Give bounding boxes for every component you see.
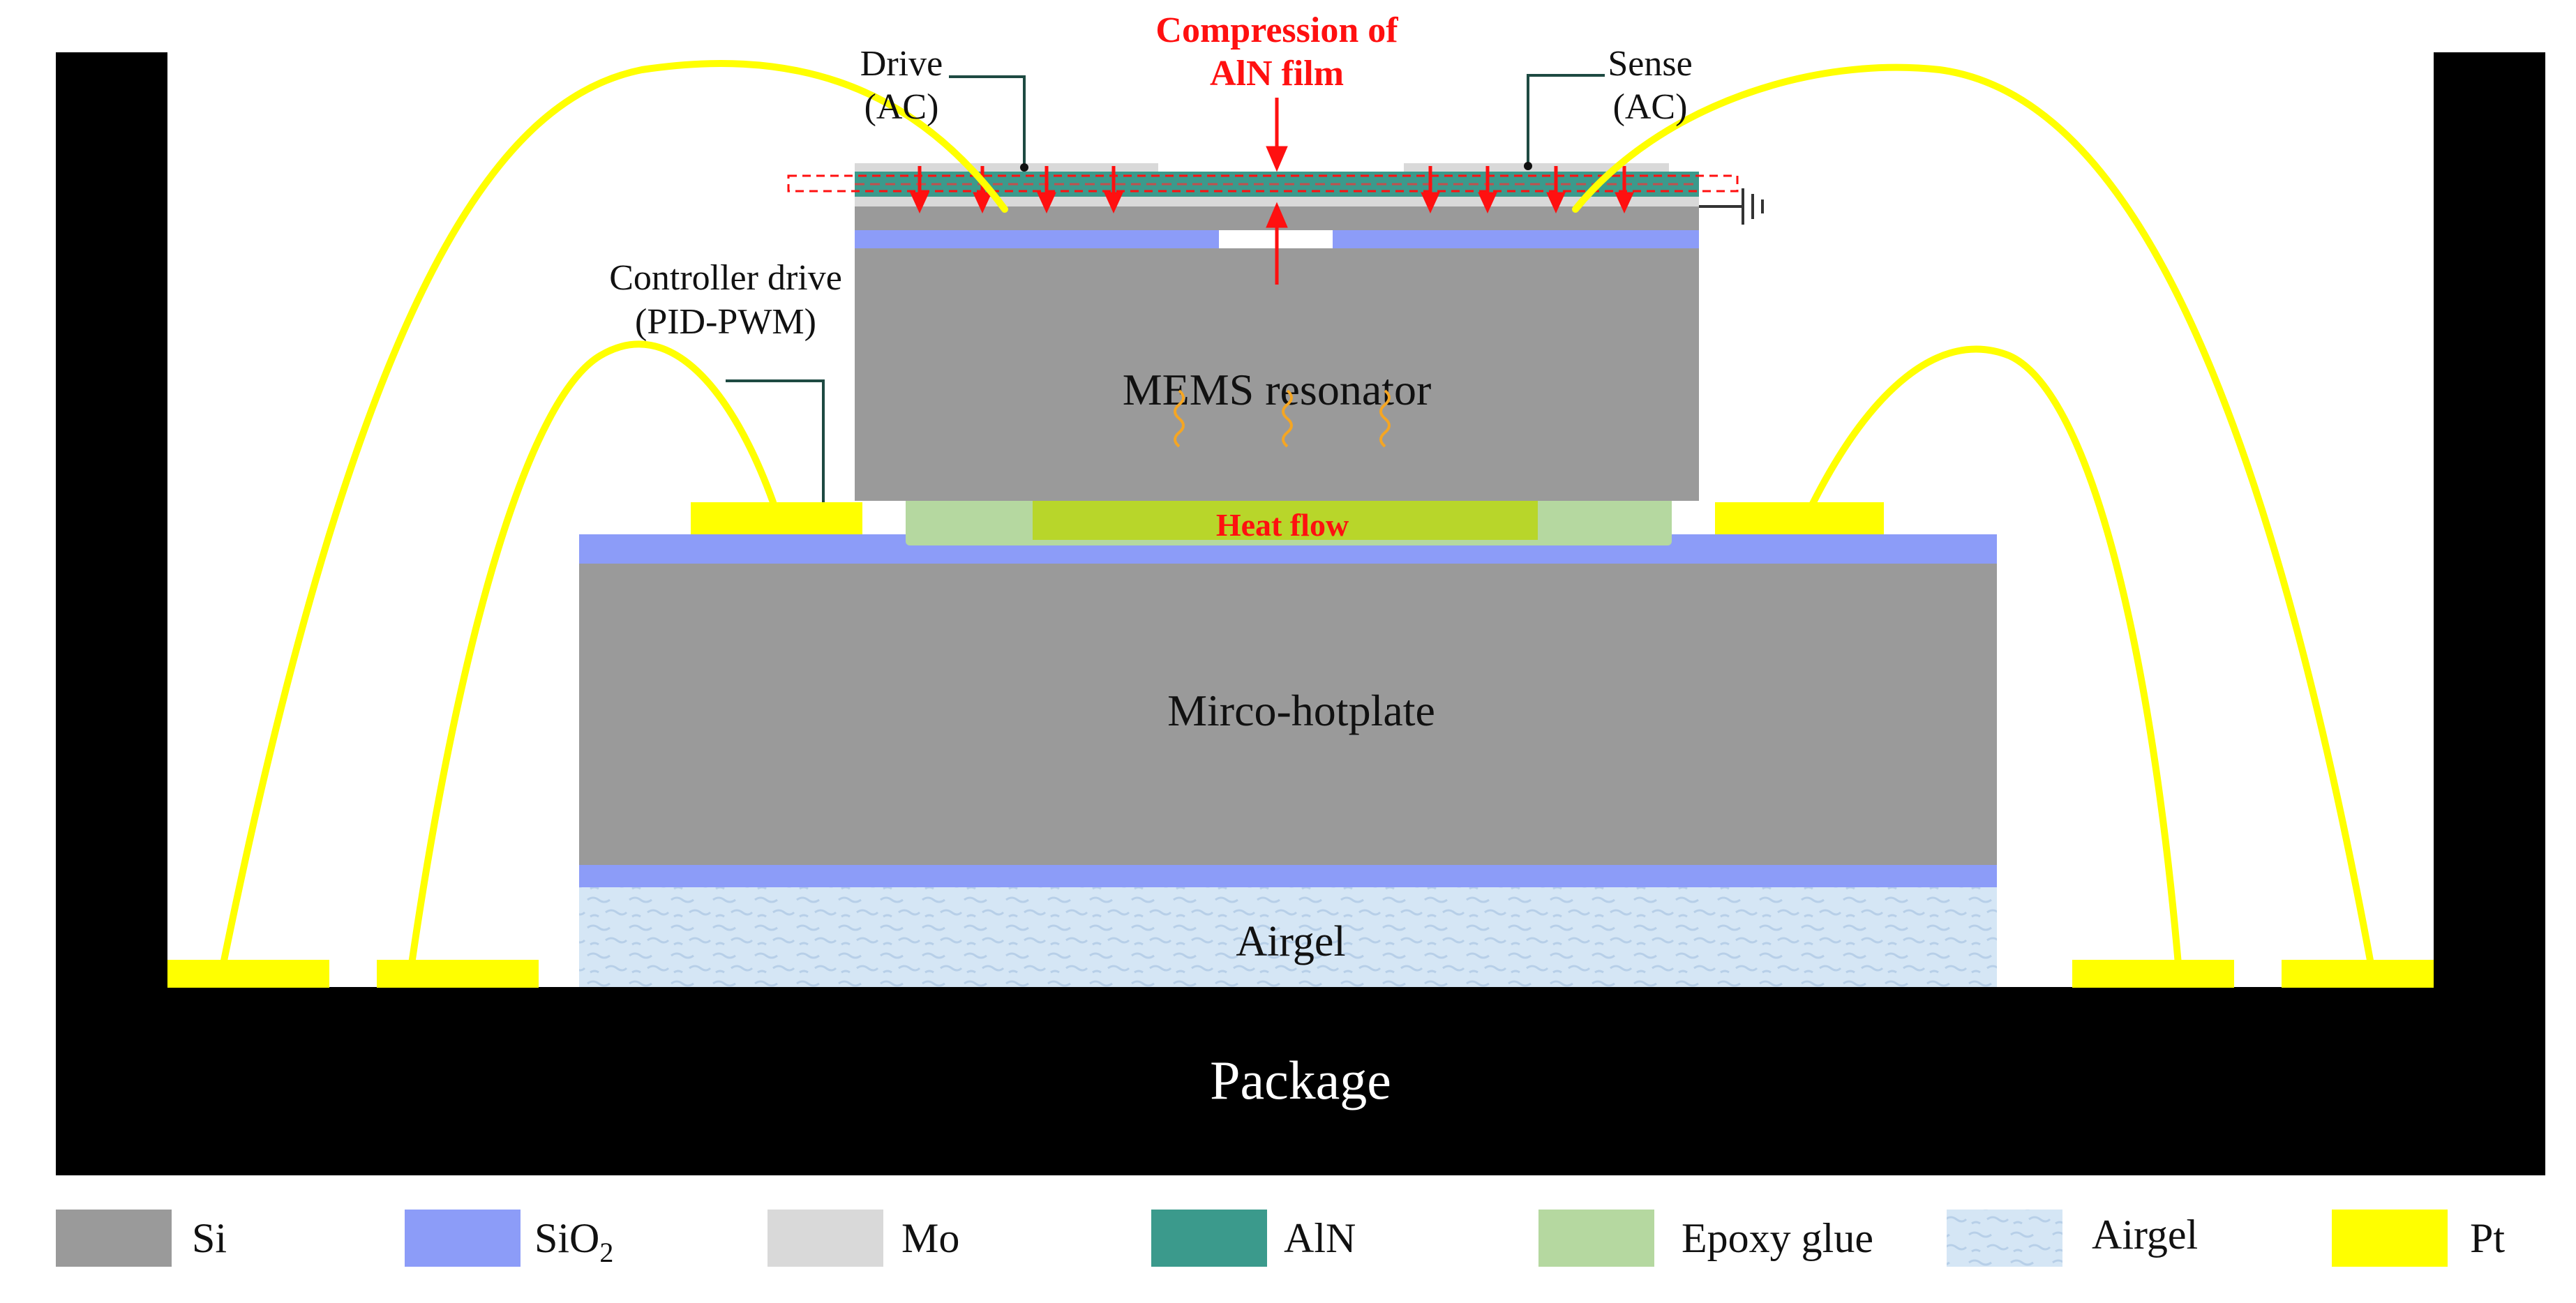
micro-hotplate-label: Mirco-hotplate — [1167, 686, 1435, 735]
legend-label-epoxy: Epoxy glue — [1682, 1215, 1873, 1261]
mems-sio2-right — [1333, 230, 1699, 248]
legend-item-mo: Mo — [767, 1210, 959, 1267]
legend: Si SiO2 Mo AlN Epoxy glue Airgel Pt — [56, 1210, 2505, 1268]
compression-arrows — [910, 98, 1634, 285]
legend-label-pt: Pt — [2470, 1215, 2505, 1261]
legend-swatch-airgel — [1947, 1210, 2062, 1267]
legend-item-si: Si — [56, 1210, 227, 1267]
compression-arrow-7 — [1546, 166, 1566, 214]
pt-pad-floor-4 — [2282, 960, 2434, 988]
sense-ac-label: (AC) — [1613, 87, 1688, 127]
controller-pid-label: (PID-PWM) — [635, 302, 816, 342]
mo-electrode-sense — [1404, 163, 1669, 172]
legend-item-airgel: Airgel — [1947, 1210, 2198, 1267]
compression-arrow-8 — [1615, 166, 1634, 214]
micro-hotplate: Mirco-hotplate — [579, 534, 1997, 887]
mems-resonator-label: MEMS resonator — [1123, 365, 1432, 414]
heat-flow-label: Heat flow — [1216, 507, 1349, 543]
controller-callout — [726, 379, 825, 502]
compression-label-line2: AlN film — [1210, 54, 1344, 93]
compression-label-line1: Compression of — [1155, 10, 1398, 50]
package-left-wall — [56, 52, 167, 987]
legend-swatch-sio2 — [405, 1210, 521, 1267]
package: Package — [56, 52, 2545, 1175]
legend-label-si: Si — [192, 1215, 227, 1261]
bond-wire-outer-left — [220, 60, 1008, 967]
legend-label-aln: AlN — [1284, 1215, 1356, 1261]
legend-label-mo: Mo — [901, 1215, 959, 1261]
compression-arrow-bottom — [1266, 202, 1288, 285]
drive-callout-dot — [1020, 163, 1028, 172]
bond-wires — [220, 60, 2374, 967]
heat-waves — [1174, 389, 1391, 448]
sense-callout-dot — [1524, 162, 1532, 170]
legend-label-sio2-base: SiO — [534, 1215, 599, 1261]
ground-symbol — [1699, 188, 1764, 225]
compression-arrow-3 — [1037, 166, 1056, 214]
pt-pad-floor-3 — [2072, 960, 2234, 988]
legend-label-sio2: SiO2 — [534, 1215, 613, 1268]
pt-pad-floor-2 — [377, 960, 539, 988]
legend-swatch-si — [56, 1210, 172, 1267]
compression-arrow-4 — [1104, 166, 1123, 214]
package-label: Package — [1210, 1050, 1391, 1110]
bond-wire-inner-left — [408, 340, 777, 967]
mo-electrode-drive — [855, 163, 1158, 172]
drive-label: Drive — [860, 44, 943, 84]
sense-label: Sense — [1608, 44, 1692, 84]
mems-resonator: MEMS resonator — [855, 163, 1699, 501]
package-right-wall — [2434, 52, 2545, 987]
compression-arrow-1 — [910, 166, 929, 214]
callout-lines — [726, 74, 1605, 502]
legend-item-aln: AlN — [1151, 1210, 1356, 1267]
hotplate-bottom-sio2 — [579, 865, 1997, 887]
pt-pad-hotplate-right — [1715, 502, 1884, 534]
airgel-layer — [579, 887, 1997, 987]
controller-drive-label: Controller drive — [609, 258, 842, 298]
pt-pad-floor-1 — [167, 960, 329, 988]
compression-arrow-6 — [1478, 166, 1497, 214]
legend-item-epoxy: Epoxy glue — [1538, 1210, 1873, 1267]
pt-pad-hotplate-left — [691, 502, 862, 534]
compression-arrow-top — [1266, 98, 1288, 172]
hotplate-si — [579, 564, 1997, 865]
drive-ac-label: (AC) — [864, 87, 939, 127]
legend-swatch-mo — [767, 1210, 883, 1267]
legend-item-sio2: SiO2 — [405, 1210, 613, 1268]
mems-si-body — [855, 248, 1699, 501]
epoxy-glue-dark-band — [1033, 499, 1538, 540]
heat-wave-1 — [1174, 389, 1185, 448]
heat-wave-2 — [1282, 389, 1293, 448]
legend-swatch-epoxy — [1538, 1210, 1654, 1267]
bond-wire-inner-right — [1809, 345, 2182, 967]
legend-swatch-pt — [2332, 1210, 2448, 1267]
legend-swatch-aln — [1151, 1210, 1267, 1267]
drive-callout — [949, 75, 1026, 167]
legend-item-pt: Pt — [2332, 1210, 2505, 1267]
package-base — [56, 987, 2545, 1175]
sense-callout — [1527, 74, 1605, 166]
epoxy-glue: Heat flow — [906, 494, 1672, 545]
airgel-label: Airgel — [1236, 918, 1345, 965]
mems-sio2-left — [855, 230, 1219, 248]
strained-film-outline — [787, 174, 1739, 193]
compression-arrow-5 — [1421, 166, 1440, 214]
legend-label-sio2-sub: 2 — [599, 1237, 613, 1268]
legend-label-airgel: Airgel — [2092, 1212, 2198, 1258]
heat-wave-3 — [1379, 389, 1391, 448]
bond-wire-outer-right — [1572, 63, 2374, 967]
